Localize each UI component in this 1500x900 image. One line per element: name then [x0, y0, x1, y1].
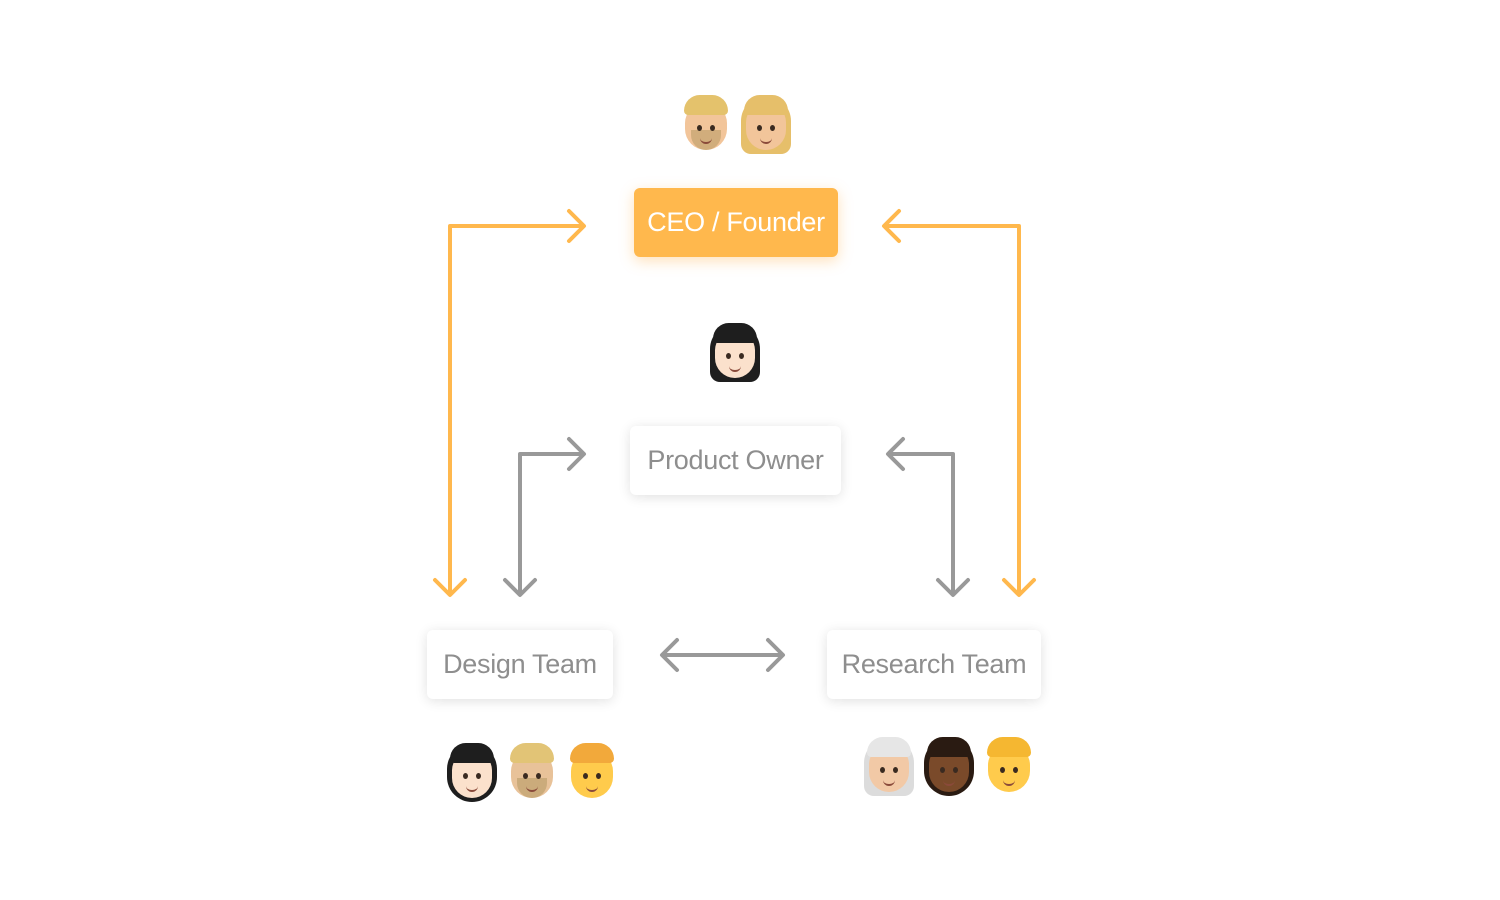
arrow-po-design	[503, 437, 586, 597]
woman-dark-hair-avatar	[706, 322, 764, 384]
woman-curly-dark-hair-avatar	[443, 742, 501, 804]
ceo-people	[677, 94, 795, 156]
design-team-people	[443, 742, 621, 804]
blond-man-avatar	[980, 736, 1038, 798]
man-curly-blond-hair-avatar	[563, 742, 621, 804]
research-team-people	[860, 736, 1038, 798]
ceo-founder-node[interactable]: CEO / Founder	[634, 188, 838, 257]
product-owner-node[interactable]: Product Owner	[630, 426, 841, 495]
arrow-ceo-design	[433, 209, 586, 597]
woman-white-hair-avatar	[860, 736, 918, 798]
ceo-founder-label: CEO / Founder	[647, 207, 825, 237]
arrow-po-research	[886, 437, 970, 597]
blond-woman-avatar	[737, 94, 795, 156]
product-owner-label: Product Owner	[647, 445, 824, 475]
product-owner-people	[706, 322, 764, 384]
research-team-node[interactable]: Research Team	[827, 630, 1041, 699]
woman-curly-dark-skin-avatar	[920, 736, 978, 798]
research-team-label: Research Team	[841, 649, 1027, 679]
blond-man-beard-avatar	[677, 94, 735, 156]
blond-man-beard-avatar	[503, 742, 561, 804]
design-team-label: Design Team	[443, 649, 597, 679]
arrow-ceo-research	[882, 209, 1036, 597]
design-team-node[interactable]: Design Team	[427, 630, 613, 699]
arrow-design-research	[660, 638, 785, 672]
